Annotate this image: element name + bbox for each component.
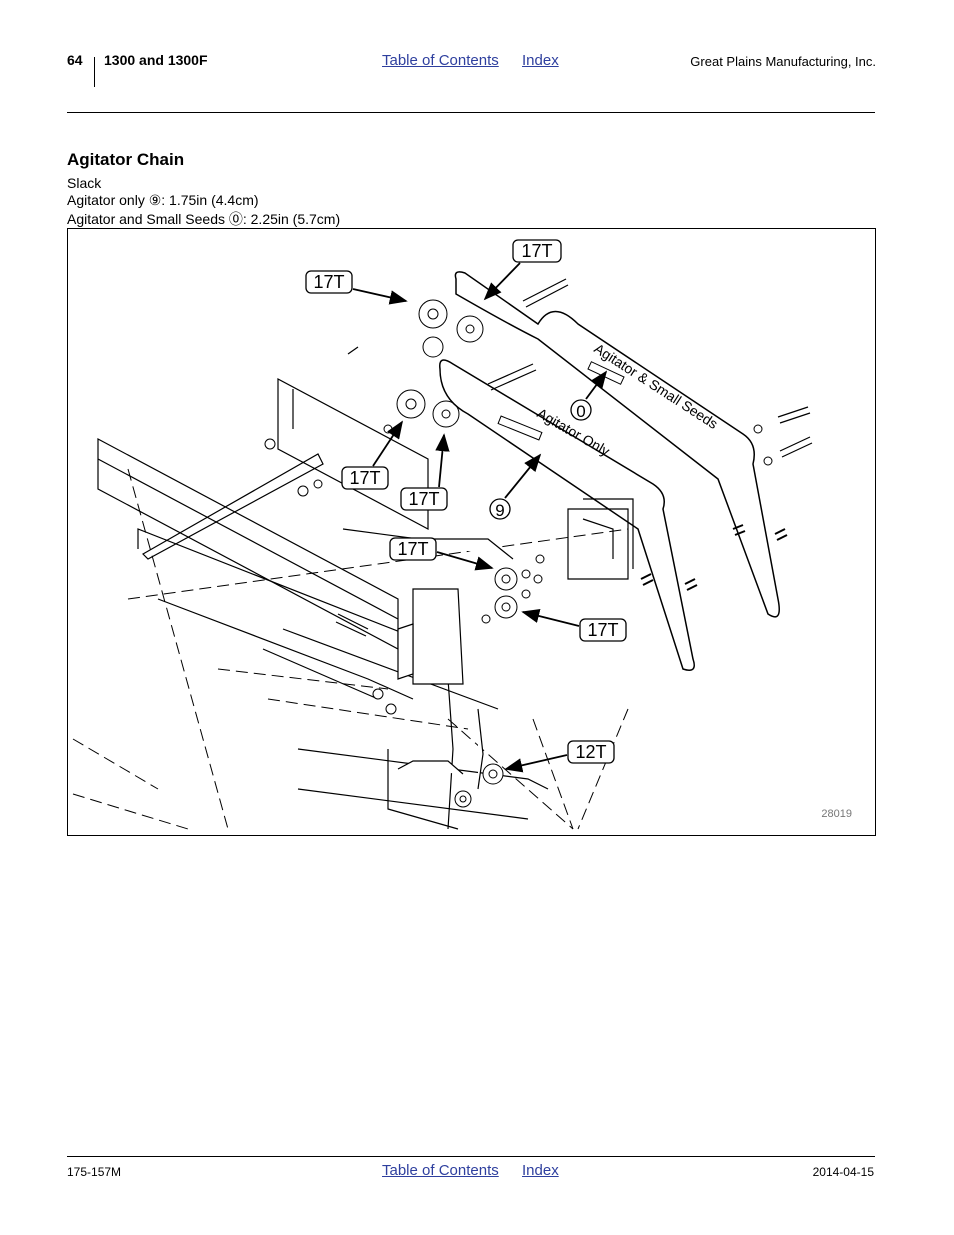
header-toc-link[interactable]: Table of Contents	[382, 52, 499, 69]
svg-text:9: 9	[495, 501, 504, 520]
hidden-lines	[72, 468, 629, 830]
sprockets	[396, 299, 518, 808]
svg-text:0: 0	[576, 402, 585, 421]
agitator-chain-diagram: Agitator & Small Seeds Agitator Only 17T…	[67, 228, 876, 836]
model-name: 1300 and 1300F	[104, 52, 208, 68]
svg-text:17T: 17T	[408, 489, 439, 509]
header-rule	[67, 112, 875, 113]
header-index-link[interactable]: Index	[522, 52, 559, 69]
callout-17t-3: 17T	[341, 420, 403, 490]
callout-17t-2: 17T	[305, 270, 408, 305]
section-title: Agitator Chain	[67, 150, 185, 169]
chain-agitator-only	[439, 359, 695, 671]
callout-17t-4: 17T	[400, 433, 450, 511]
svg-text:17T: 17T	[349, 468, 380, 488]
hatch-marks	[640, 524, 788, 591]
callout-17t-5: 17T	[389, 537, 494, 571]
frame-bars	[97, 378, 634, 830]
footer-toc-link[interactable]: Table of Contents	[382, 1162, 499, 1179]
company-name: Great Plains Manufacturing, Inc.	[690, 54, 876, 69]
document-number: 175-157M	[67, 1165, 122, 1179]
agitator-small-seeds-spec: Agitator and Small Seeds ⓪: 2.25in (5.7c…	[67, 211, 341, 227]
hardware	[264, 424, 773, 715]
header-divider	[94, 57, 95, 87]
svg-text:17T: 17T	[587, 620, 618, 640]
svg-text:12T: 12T	[575, 742, 606, 762]
footer-rule	[67, 1156, 875, 1157]
svg-text:17T: 17T	[313, 272, 344, 292]
svg-text:17T: 17T	[521, 241, 552, 261]
bolts	[335, 278, 813, 637]
marker-agitator-only: 9	[489, 453, 542, 520]
marker-agitator-small-seeds: 0	[570, 370, 608, 421]
diagram-drawing: Agitator & Small Seeds Agitator Only 17T…	[72, 239, 852, 830]
callout-17t-6: 17T	[521, 608, 627, 642]
svg-text:17T: 17T	[397, 539, 428, 559]
slack-label: Slack	[67, 175, 102, 191]
chain-agitator-small-seeds	[454, 271, 780, 618]
callout-12t: 12T	[504, 740, 615, 773]
figure-number: 28019	[821, 808, 852, 820]
agitator-only-spec: Agitator only ⑨: 1.75in (4.4cm)	[67, 192, 259, 208]
footer-index-link[interactable]: Index	[522, 1162, 559, 1179]
page-number: 64	[67, 52, 83, 68]
publish-date: 2014-04-15	[812, 1165, 874, 1179]
callout-17t-1: 17T	[483, 239, 562, 301]
label-agitator-small-seeds: Agitator & Small Seeds	[591, 340, 720, 432]
brackets	[342, 528, 514, 790]
